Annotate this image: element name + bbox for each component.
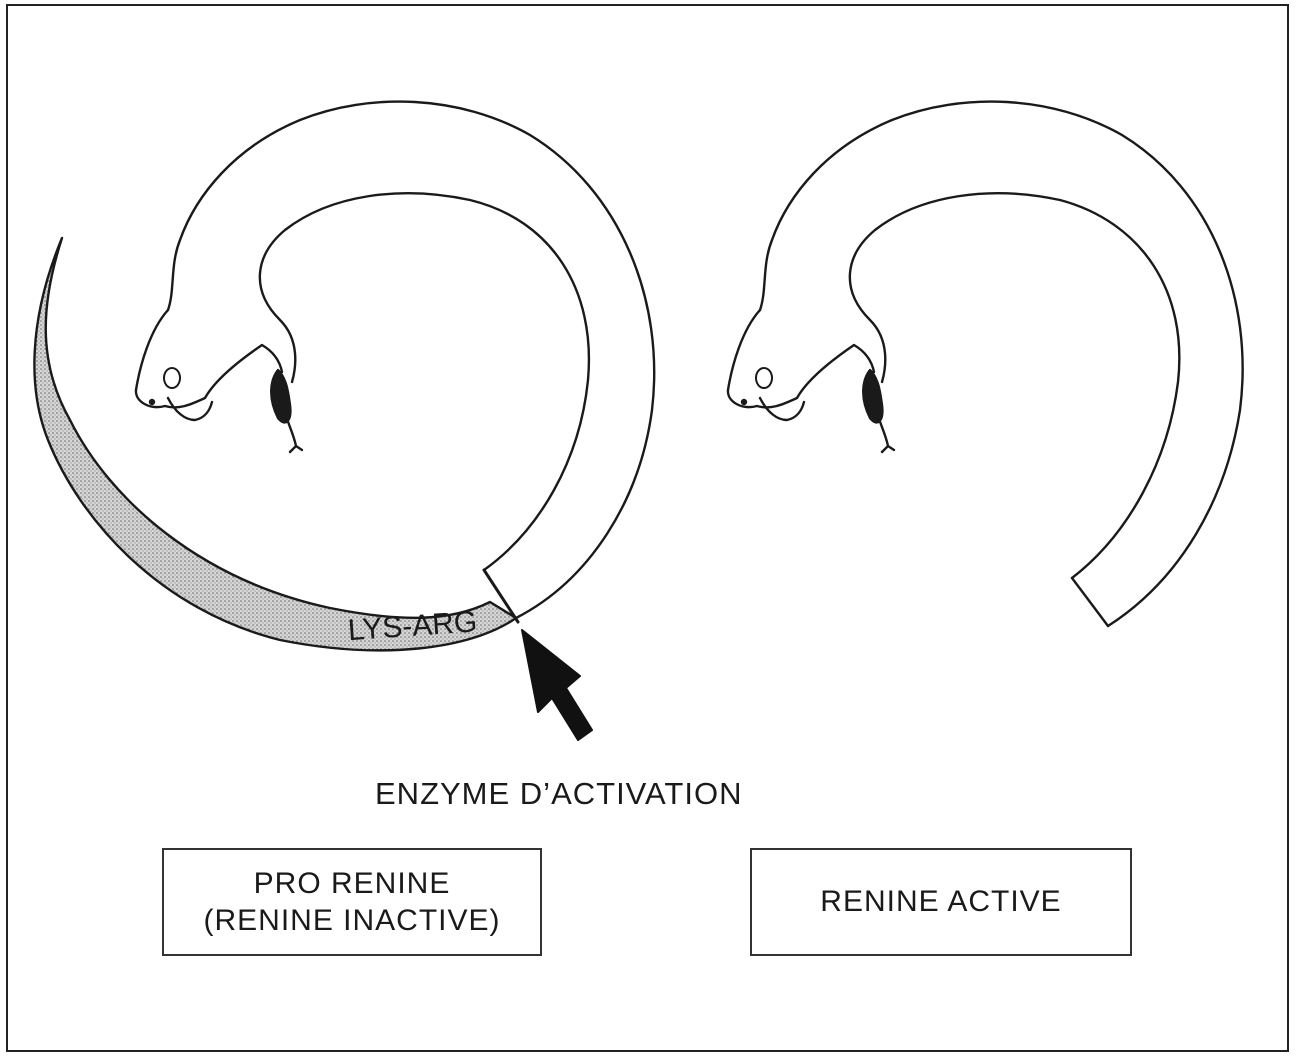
snake-eye — [163, 367, 181, 389]
snake-jaw — [758, 396, 806, 422]
snake-body-inner — [848, 192, 1181, 580]
snake-tongue — [876, 414, 896, 454]
cleavage-line — [482, 568, 520, 624]
cut-end — [1070, 576, 1110, 628]
snake-head — [726, 308, 876, 409]
snake-fang — [270, 368, 292, 424]
snake-tongue — [284, 414, 304, 454]
pro-renin-snake — [33, 100, 656, 652]
pro-renin-box: PRO RENINE (RENINE INACTIVE) — [162, 848, 542, 956]
snake-nostril — [148, 398, 156, 406]
activation-arrow — [521, 629, 593, 741]
active-renin-snake — [726, 100, 1244, 628]
pro-renin-title: PRO RENINE — [253, 866, 451, 900]
snake-body-inner — [258, 192, 591, 572]
snake-body-outer — [166, 100, 656, 620]
active-renin-box: RENINE ACTIVE — [750, 848, 1132, 956]
snake-head — [134, 308, 284, 409]
snake-fang — [862, 368, 884, 424]
arrow-label: ENZYME D’ACTIVATION — [375, 776, 743, 811]
snake-nostril — [740, 398, 748, 406]
snake-jaw — [166, 396, 214, 422]
snake-eye — [755, 367, 773, 389]
pro-renin-subtitle: (RENINE INACTIVE) — [203, 904, 501, 937]
snake-body-outer — [758, 100, 1244, 628]
figure-frame — [6, 4, 1289, 1052]
prosegment-stippled-tail — [33, 236, 518, 652]
active-renin-title: RENINE ACTIVE — [820, 885, 1062, 919]
